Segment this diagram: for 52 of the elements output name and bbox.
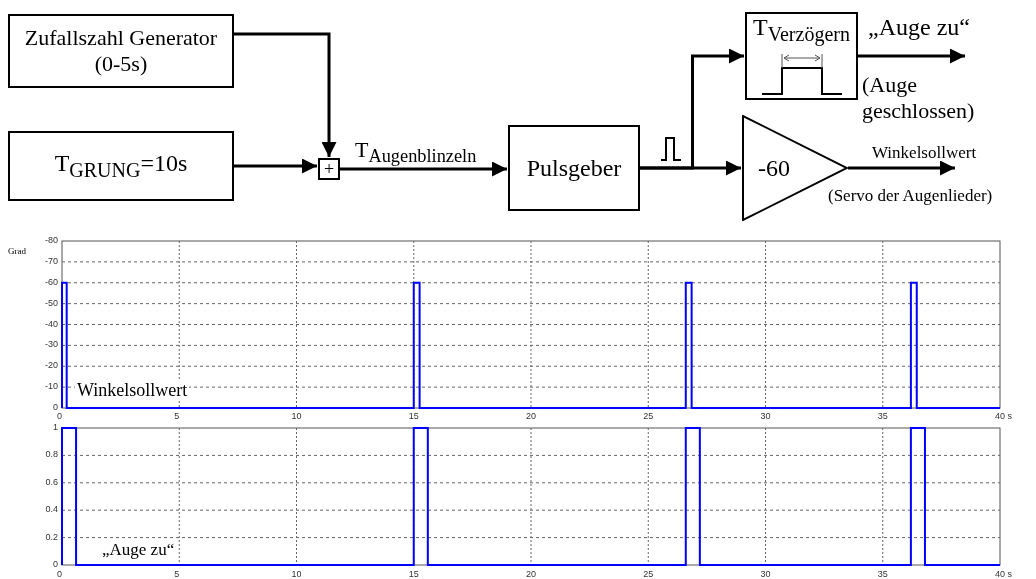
plot-annotation: Winkelsollwert: [75, 380, 190, 401]
axis-tick-label: 20: [526, 569, 536, 579]
pulse-generator-block: Pulsgeber: [508, 125, 640, 211]
axis-tick-label: 10: [291, 569, 302, 579]
axis-tick-label: 1: [52, 422, 58, 432]
edge-label: Winkelsollwert: [872, 143, 977, 163]
axis-tick-label: 5: [174, 569, 180, 579]
axis-tick-label: 40 s: [995, 411, 1012, 421]
axis-tick-label: -70: [44, 255, 58, 266]
arrow: [640, 160, 741, 176]
axis-tick-label: 35: [877, 569, 888, 579]
axis-tick-label: -20: [44, 360, 58, 371]
axis-tick-label: 35: [877, 411, 888, 421]
axis-tick-label: 0.4: [44, 504, 58, 515]
axis-tick-label: 10: [291, 411, 302, 421]
edge-label: „Auge zu“: [868, 14, 970, 41]
arrow: [340, 161, 507, 177]
axis-tick-label: -30: [44, 339, 58, 350]
axis-tick-label: 0.8: [44, 449, 58, 460]
axis-tick-label: 5: [174, 411, 180, 421]
axis-tick-label: 40 s: [995, 569, 1012, 579]
axis-tick-label: -50: [44, 297, 58, 308]
arrow: [848, 160, 955, 176]
plot-annotation: „Auge zu“: [100, 540, 177, 560]
axis-tick-label: 30: [760, 569, 771, 579]
arrow: [234, 32, 337, 157]
sum-block: +: [318, 158, 340, 180]
axis-tick-label: 0: [52, 402, 58, 412]
axis-tick-label: 0.2: [44, 531, 58, 542]
generator-block: Zufallszahl Generator (0-5s): [8, 14, 234, 88]
axis-tick-label: 0: [57, 411, 62, 421]
axis-tick-label: 0.6: [44, 476, 58, 487]
axis-tick-label: 15: [408, 569, 419, 579]
axis-tick-label: 0: [52, 559, 58, 569]
delay-block: T$_{Verzögern}$: [745, 12, 858, 100]
axis-tick-label: 20: [526, 411, 536, 421]
axis-tick-label: -40: [44, 318, 58, 329]
axis-tick-label: 25: [643, 411, 654, 421]
axis-tick-label: -80: [44, 235, 58, 245]
edge-label: T$_{Augenblinzeln}$: [355, 137, 477, 168]
axis-tick-label: -10: [44, 381, 58, 392]
axis-tick-label: 25: [643, 569, 654, 579]
axis-tick-label: 15: [408, 411, 419, 421]
output-note: (Servo der Augenlieder): [828, 186, 993, 206]
axis-label: Grad: [8, 246, 26, 256]
constant-block: T$_{GRUNG}$=10s: [8, 131, 234, 201]
arrow: [858, 48, 965, 64]
axis-tick-label: 30: [760, 411, 771, 421]
axis-tick-label: 0: [57, 569, 62, 579]
axis-tick-label: -60: [44, 276, 58, 287]
arrow: [234, 158, 317, 174]
output-note: (Auge geschlossen): [861, 72, 976, 124]
